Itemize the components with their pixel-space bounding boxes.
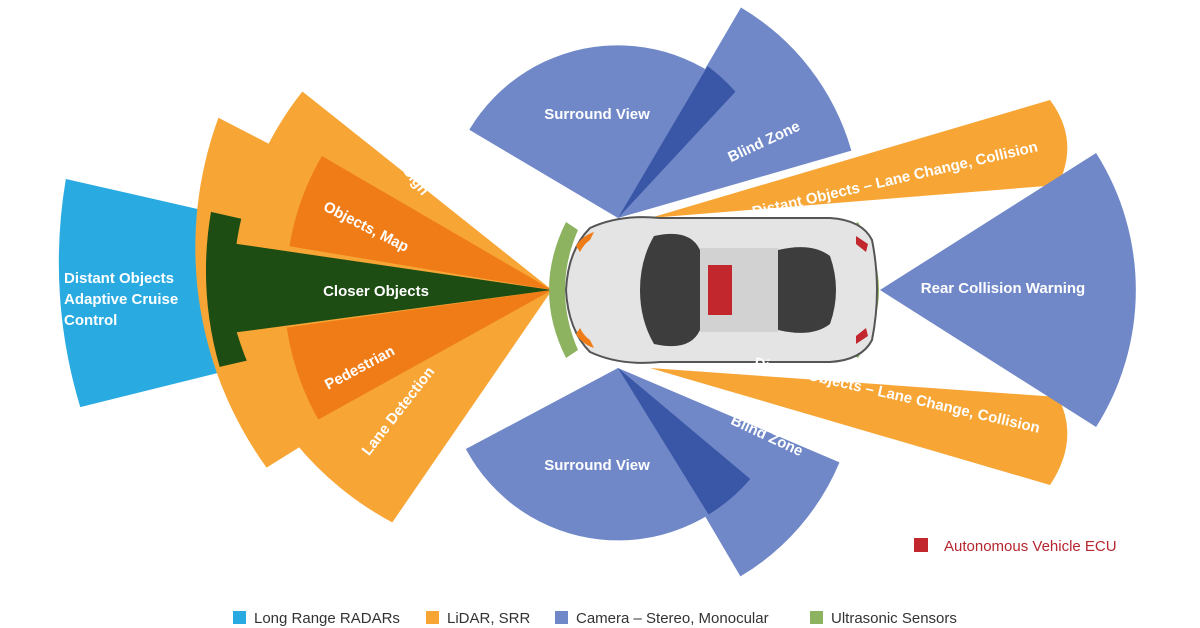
lidar-distant-top-zone <box>650 100 1068 218</box>
legend-label-camera: Camera – Stereo, Monocular <box>576 610 769 627</box>
radar-label-line-2: Adaptive Cruise <box>64 291 178 308</box>
legend: Long Range RADARs LiDAR, SRR Camera – St… <box>233 610 957 627</box>
radar-label-line-3: Control <box>64 312 117 329</box>
surround-view-top-label: Surround View <box>544 106 650 123</box>
surround-view-bottom-label: Surround View <box>544 457 650 474</box>
radar-label-line-1: Distant Objects <box>64 270 174 287</box>
car-rear-window <box>778 247 836 333</box>
car-taillight-bottom <box>856 328 868 344</box>
lidar-upper-inner-zone <box>289 155 552 290</box>
rear-collision-label: Rear Collision Warning <box>921 280 1085 297</box>
legend-swatch-ultrasonic <box>810 611 823 624</box>
ecu-legend-swatch <box>914 538 928 552</box>
camera-rear-zone <box>880 153 1136 427</box>
camera-surround-bottom-zone <box>465 368 751 541</box>
car-headlight-top <box>576 232 594 252</box>
legend-swatch-radar <box>233 611 246 624</box>
ecu-box <box>708 265 732 315</box>
lidar-lower-inner-zone <box>286 290 552 420</box>
radar-label: Distant Objects Adaptive Cruise Control <box>64 270 182 329</box>
legend-label-lidar: LiDAR, SRR <box>447 610 531 627</box>
lidar-distant-bottom-zone <box>650 368 1068 485</box>
legend-label-radar: Long Range RADARs <box>254 610 400 627</box>
legend-swatch-lidar <box>426 611 439 624</box>
legend-label-ultrasonic: Ultrasonic Sensors <box>831 610 957 627</box>
car-headlight-bottom <box>576 328 594 348</box>
ecu-legend-label: Autonomous Vehicle ECU <box>944 538 1117 555</box>
car-taillight-top <box>856 236 868 252</box>
ultrasonic-front-zone <box>549 222 578 358</box>
camera-blind-top-zone <box>618 7 852 218</box>
camera-surround-top-zone <box>469 45 751 218</box>
car-windshield <box>640 233 700 347</box>
legend-swatch-camera <box>555 611 568 624</box>
car <box>564 216 878 364</box>
closer-objects-label: Closer Objects <box>323 283 429 300</box>
camera-overlap-bottom-zone <box>618 368 751 515</box>
camera-overlap-top-zone <box>618 66 736 218</box>
